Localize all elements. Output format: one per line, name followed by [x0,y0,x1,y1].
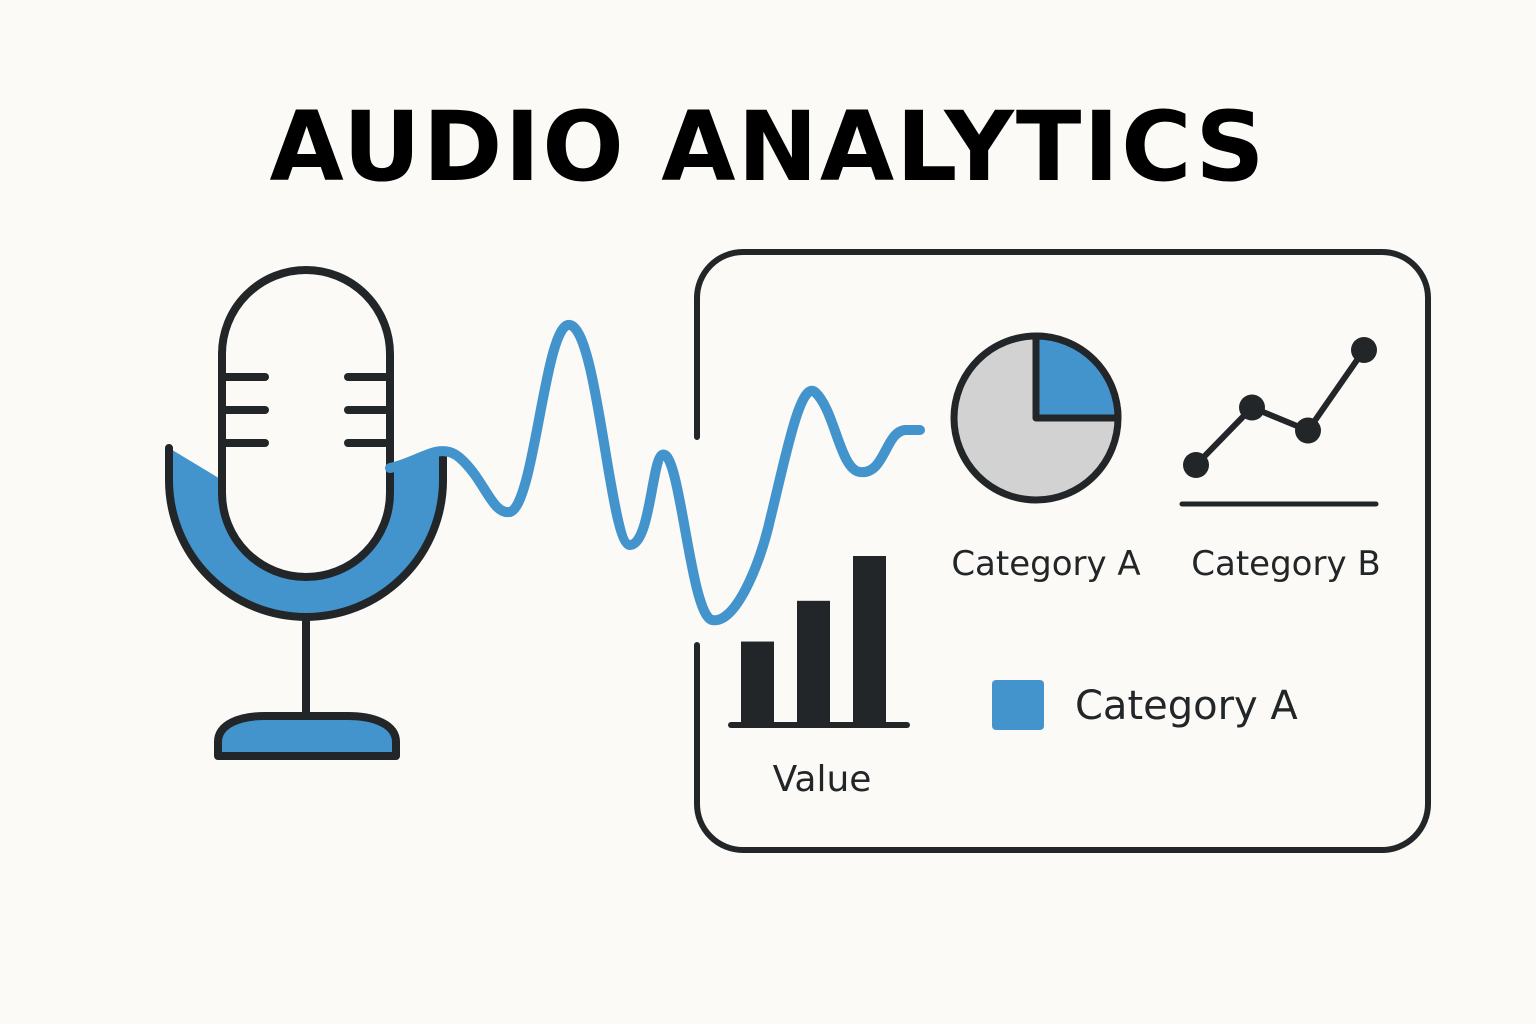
mic-cradle-outline [165,444,447,621]
line-series [1193,347,1367,468]
pie-chart-icon [950,332,1122,504]
mic-base [214,712,400,760]
sound-wave [385,320,925,626]
analytics-panel [694,249,1431,853]
legend-swatch [992,680,1044,730]
bar [797,600,830,723]
mic-cradle-fill [169,448,443,617]
bar-chart-icon [728,556,910,728]
line-point [1239,394,1265,421]
line-label: Category B [1191,544,1380,584]
line-chart-icon [1179,337,1379,507]
mic-capsule [218,266,394,581]
bar-label: Value [773,759,872,800]
bar [741,641,774,723]
microphone-icon [165,266,447,760]
pie-slice-a [1032,332,1122,422]
page-title: AUDIO ANALYTICS [269,91,1267,203]
legend-label: Category A [1075,683,1298,729]
mic-grille-lines [222,373,389,447]
line-point [1295,417,1321,444]
line-point [1351,337,1377,363]
bar [853,556,886,723]
line-point [1183,452,1209,478]
pie-label: Category A [951,544,1140,584]
